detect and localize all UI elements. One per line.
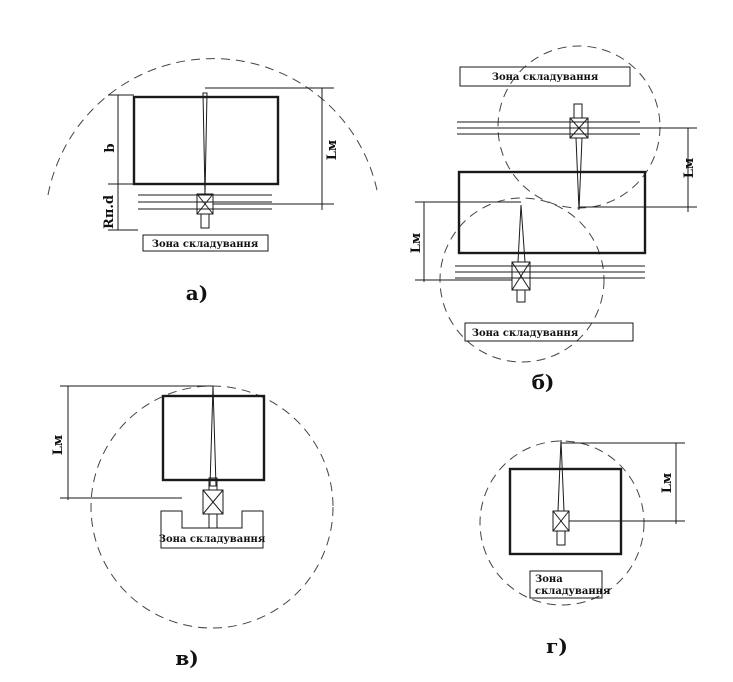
storage-zone-b-bottom [464, 322, 634, 342]
dim-rpd-label: Rп.d [102, 195, 117, 229]
dim-lm-g-label: Lм [660, 473, 675, 493]
diagram-v: Зона складування Lм в) [51, 385, 334, 670]
building-g [508, 467, 623, 556]
reach-circle-g [479, 440, 645, 606]
caption-g: г) [546, 634, 568, 658]
reach-arc-a [47, 58, 379, 196]
diagram-g: Lм Зона складування г) [479, 439, 685, 658]
boom-a [202, 92, 208, 196]
crane-a-base [200, 213, 210, 229]
storage-zone-v [160, 510, 264, 549]
reach-circle-b-top [497, 45, 661, 209]
storage-zone-g-label-1: Зона [535, 574, 563, 585]
dim-lm-v-label: Lм [51, 435, 66, 455]
building-a [132, 95, 280, 186]
storage-zone-v-label: Зона складування [159, 534, 266, 545]
crane-b-bottom-base [516, 289, 526, 303]
caption-b: б) [532, 370, 555, 394]
dim-lm-b-bottom-label: Lм [409, 233, 424, 253]
caption-v: в) [175, 646, 198, 670]
storage-zone-g-label-2: складування [535, 586, 611, 597]
boom-v [209, 385, 217, 487]
diagram-a: b Rп.d Lм Зона складування а) [47, 58, 379, 305]
reach-circle-v [90, 385, 334, 629]
dim-b-label: b [103, 143, 118, 152]
boom-b-top [575, 137, 583, 211]
crane-g-base [556, 530, 566, 546]
boom-g [557, 439, 565, 512]
crane-b-top-base [573, 103, 583, 119]
storage-zone-a [142, 234, 269, 252]
caption-a: а) [186, 281, 208, 305]
storage-zone-g [529, 570, 603, 599]
storage-zone-a-label: Зона складування [152, 239, 259, 250]
storage-zone-b-bottom-label: Зона складування [472, 328, 579, 339]
crane-v [202, 489, 224, 515]
building-b [457, 170, 647, 255]
dim-lm-a-label: Lм [325, 140, 340, 160]
storage-zone-b-top [459, 66, 631, 87]
storage-zone-b-top-label: Зона складування [492, 72, 599, 83]
dim-lm-b-top-label: Lм [682, 158, 697, 178]
diagram-b: Зона складування Lм Lм Зона складування … [409, 45, 697, 394]
